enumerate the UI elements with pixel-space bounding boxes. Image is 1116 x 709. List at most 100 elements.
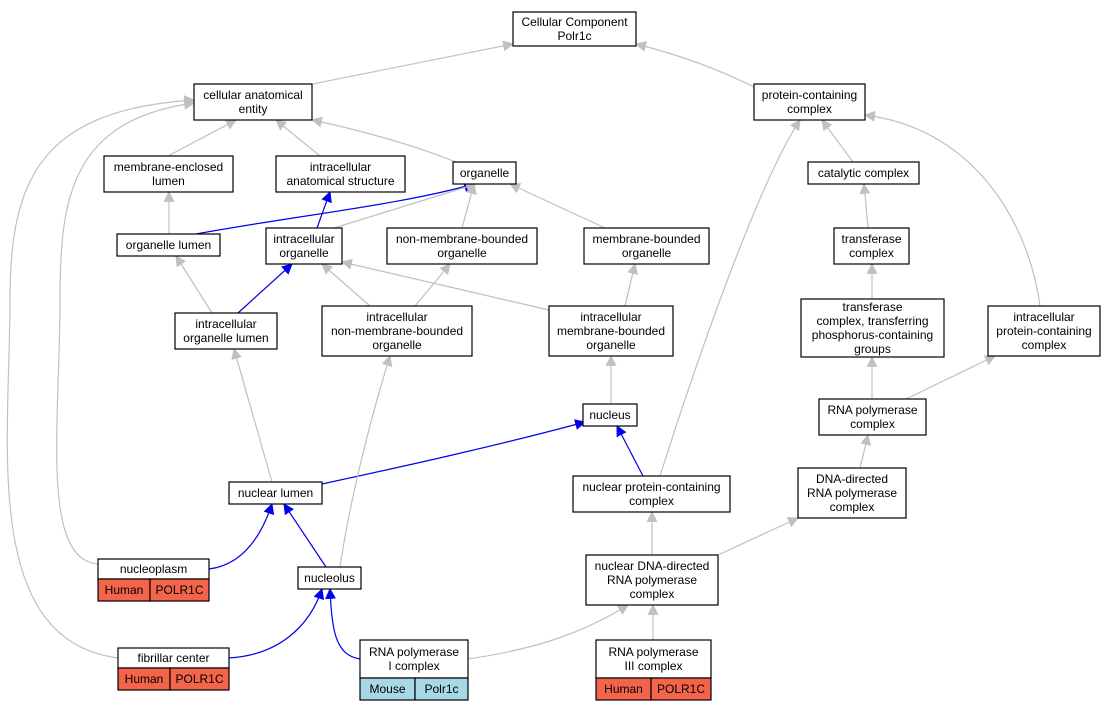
node-label: RNA polymerase (369, 645, 459, 659)
node-label: membrane-enclosed (114, 160, 223, 174)
node-label: complex (629, 494, 674, 508)
node-label: organelle (622, 246, 672, 260)
node-cat[interactable]: catalytic complex (807, 161, 920, 185)
e-inmbo-iorg-edge (321, 263, 371, 307)
node-label: organelle (460, 166, 510, 180)
gene-tag-cell (169, 667, 230, 691)
e-orgl-org-highlighted-edge (195, 181, 476, 235)
node-label: RNA polymerase (607, 573, 697, 587)
e-inmbo-nmbo-edge (414, 263, 451, 307)
node-label: complex (849, 246, 894, 260)
e-nlum-nuc-highlighted-edge (321, 419, 587, 485)
node-box (833, 227, 910, 265)
e-nddrp-ddrp-edge (717, 517, 799, 556)
node-label: phosphorus-containing (812, 328, 933, 342)
node-box (800, 298, 945, 358)
node-label: I complex (388, 659, 439, 673)
node-label: cellular anatomical (203, 88, 302, 102)
e-trc-cat-edge (859, 182, 871, 229)
node-label: nuclear DNA-directed (595, 559, 710, 573)
node-box (297, 566, 362, 590)
node-box (228, 481, 323, 505)
node-label: RNA polymerase (608, 645, 698, 659)
node-box (275, 155, 406, 193)
e-iorg-org-edge (333, 181, 478, 229)
e-iorg-ias-highlighted-edge (316, 190, 332, 229)
node-org[interactable]: organelle (452, 161, 517, 185)
e-nplasm-nlum-highlighted-edge (208, 502, 275, 570)
node-label: RNA polymerase (827, 403, 917, 417)
node-box (548, 305, 674, 357)
e-pcc-root-edge (634, 41, 755, 88)
node-label: complex, transferring (816, 314, 928, 328)
gene-label: Polr1c (424, 682, 458, 696)
node-nlum[interactable]: nuclear lumen (228, 481, 323, 505)
node-label: organelle (279, 246, 329, 260)
node-label: anatomical structure (286, 174, 394, 188)
node-box (193, 83, 313, 121)
node-label: protein-containing (996, 324, 1091, 338)
node-label: intracellular (366, 310, 427, 324)
node-box (987, 305, 1101, 357)
node-label: lumen (152, 174, 185, 188)
node-label: membrane-bounded (557, 324, 665, 338)
node-label: entity (239, 102, 268, 116)
node-nuc[interactable]: nucleus (582, 403, 638, 427)
node-label: nucleus (589, 408, 630, 422)
e-mbo-org-edge (509, 183, 606, 229)
node-label: nuclear lumen (238, 486, 313, 500)
e-rnap-ipcc-edge (905, 355, 996, 400)
node-box (386, 227, 538, 265)
node-box (572, 475, 731, 513)
node-box (452, 161, 517, 185)
e-cat-pcc-edge (821, 119, 854, 163)
species-label: Human (125, 672, 164, 686)
node-box (585, 554, 719, 606)
species-label: Human (604, 682, 643, 696)
e-ddrp-rnap-edge (859, 433, 872, 469)
node-label: DNA-directed (816, 472, 888, 486)
node-orgl[interactable]: organelle lumen (116, 233, 221, 257)
node-label: complex (850, 417, 895, 431)
node-label: transferase (841, 232, 901, 246)
node-box (797, 467, 907, 519)
node-inmbo[interactable]: intracellularnon-membrane-boundedorganel… (321, 305, 473, 357)
node-box (103, 155, 234, 193)
node-nlolus[interactable]: nucleolus (297, 566, 362, 590)
species-label: Mouse (369, 682, 405, 696)
node-label: groups (854, 342, 891, 356)
node-label: Cellular Component (521, 15, 628, 29)
node-label: organelle lumen (126, 238, 211, 252)
e-iol-orgl-edge (175, 255, 213, 314)
node-label: complex (787, 102, 832, 116)
species-label: Human (105, 583, 144, 597)
e-ias-cae-edge (275, 119, 321, 157)
e-org-cae-edge (310, 116, 457, 163)
e-imbo-mbo-edge (624, 262, 639, 307)
node-label: Polr1c (557, 29, 591, 43)
e-nlum-iol-edge (231, 347, 273, 483)
node-label: membrane-bounded (592, 232, 700, 246)
